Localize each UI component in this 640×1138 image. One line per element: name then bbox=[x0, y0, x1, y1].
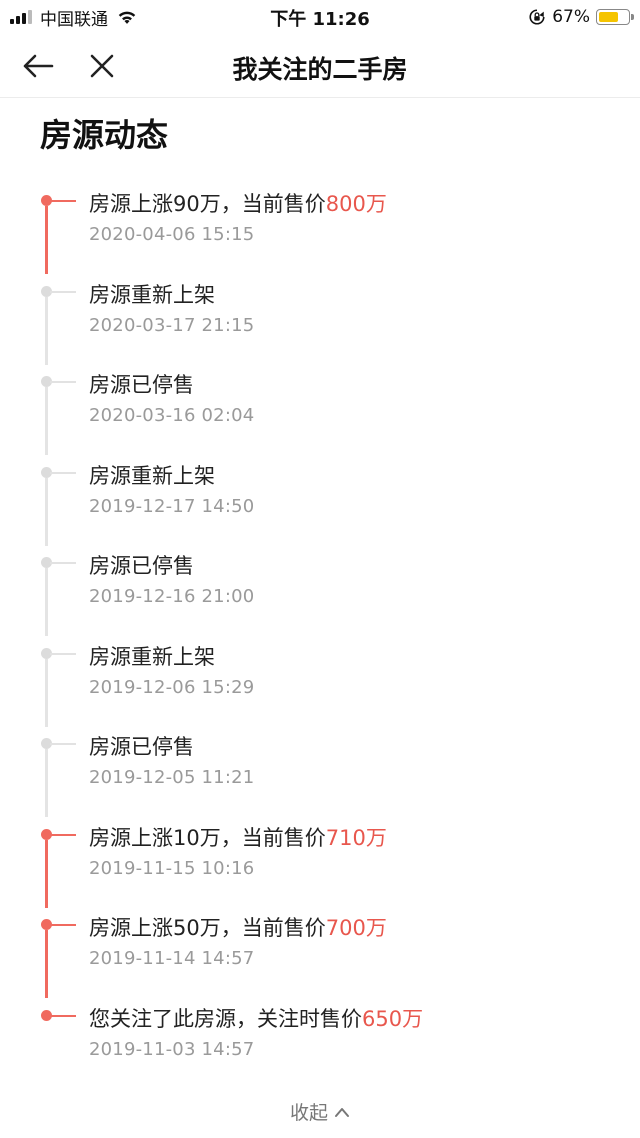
battery-percent: 67% bbox=[552, 7, 590, 27]
event-description: 房源已停售 bbox=[89, 554, 194, 578]
event-timestamp: 2019-11-14 14:57 bbox=[89, 948, 255, 969]
event-timestamp: 2019-12-17 14:50 bbox=[89, 495, 255, 517]
timeline-event-text: 房源重新上架 bbox=[89, 641, 215, 671]
timeline-item: 房源上涨10万，当前售价710万 2019-11-15 10:16 bbox=[0, 818, 640, 909]
event-description: 房源已停售 bbox=[89, 373, 194, 397]
event-description: 房源重新上架 bbox=[89, 463, 215, 488]
close-icon bbox=[90, 54, 114, 78]
timeline-event-text: 房源上涨90万，当前售价800万 bbox=[89, 188, 387, 218]
timeline-dot bbox=[41, 919, 52, 930]
event-timestamp: 2019-11-03 14:57 bbox=[89, 1038, 255, 1060]
status-time: 下午 11:26 bbox=[270, 9, 370, 30]
timeline-item: 房源已停售 2019-12-05 11:21 bbox=[0, 727, 640, 818]
event-description: 房源上涨10万，当前售价 bbox=[89, 825, 326, 850]
timeline-tick bbox=[50, 1014, 76, 1017]
event-description: 房源重新上架 bbox=[89, 644, 215, 669]
timeline-event-text: 房源重新上架 bbox=[89, 279, 215, 309]
timeline-tick bbox=[50, 652, 76, 655]
timeline-connector bbox=[45, 477, 48, 546]
timeline-connector bbox=[45, 296, 48, 365]
timeline-dot bbox=[41, 376, 52, 387]
event-description: 房源上涨90万，当前售价 bbox=[89, 192, 326, 216]
signal-bars-icon bbox=[10, 10, 32, 24]
timeline-connector bbox=[45, 658, 48, 727]
back-button[interactable] bbox=[18, 48, 58, 84]
status-left: 中国联通 bbox=[10, 6, 138, 30]
event-timestamp: 2020-03-17 21:15 bbox=[89, 314, 255, 336]
status-bar: 中国联通 下午 11:26 67% bbox=[0, 0, 640, 34]
timeline-item: 房源重新上架 2019-12-17 14:50 bbox=[0, 456, 640, 547]
timeline-event-text: 您关注了此房源，关注时售价650万 bbox=[89, 1003, 423, 1033]
collapse-label: 收起 bbox=[289, 1102, 328, 1124]
timeline-dot bbox=[41, 647, 52, 659]
event-price: 800万 bbox=[325, 192, 387, 216]
timeline-tick bbox=[50, 381, 76, 383]
page-title: 我关注的二手房 bbox=[232, 55, 408, 84]
timeline-tick bbox=[50, 924, 76, 926]
battery-level bbox=[599, 12, 618, 22]
battery-icon bbox=[596, 9, 634, 25]
event-description: 您关注了此房源，关注时售价 bbox=[89, 1006, 362, 1031]
event-price: 710万 bbox=[325, 825, 387, 850]
event-timestamp: 2020-04-06 15:15 bbox=[89, 224, 255, 245]
timeline-event-text: 房源上涨50万，当前售价700万 bbox=[89, 912, 387, 942]
timeline-dot bbox=[41, 828, 52, 840]
arrow-left-icon bbox=[23, 54, 54, 78]
event-timestamp: 2019-12-06 15:29 bbox=[89, 676, 255, 698]
timeline-connector bbox=[45, 749, 48, 817]
status-right: 67% bbox=[528, 6, 634, 28]
collapse-button[interactable]: 收起 bbox=[0, 1098, 640, 1125]
timeline-event-text: 房源已停售 bbox=[89, 731, 194, 761]
rotation-lock-icon bbox=[529, 9, 545, 25]
chevron-up-icon bbox=[335, 1107, 349, 1117]
timeline-tick bbox=[50, 743, 76, 745]
event-timestamp: 2019-11-15 10:16 bbox=[89, 857, 255, 879]
timeline-item: 房源重新上架 2020-03-17 21:15 bbox=[0, 275, 640, 366]
timeline-item: 房源已停售 2020-03-16 02:04 bbox=[0, 365, 640, 456]
timeline-tick bbox=[50, 471, 76, 474]
timeline-event-text: 房源已停售 bbox=[89, 369, 194, 399]
event-description: 房源重新上架 bbox=[89, 282, 215, 307]
timeline-dot bbox=[41, 557, 52, 568]
timeline-connector bbox=[45, 568, 48, 636]
timeline-item: 房源已停售 2019-12-16 21:00 bbox=[0, 546, 640, 637]
event-description: 房源已停售 bbox=[89, 735, 194, 759]
event-timestamp: 2019-12-16 21:00 bbox=[89, 586, 255, 607]
nav-bar: 我关注的二手房 bbox=[0, 34, 640, 98]
timeline-connector bbox=[45, 387, 48, 455]
timeline-connector bbox=[45, 206, 48, 274]
section-title: 房源动态 bbox=[40, 116, 169, 154]
timeline-tick bbox=[50, 290, 76, 293]
event-price: 650万 bbox=[362, 1006, 424, 1031]
event-description: 房源上涨50万，当前售价 bbox=[89, 916, 326, 940]
timeline-connector bbox=[45, 839, 48, 908]
timeline-item: 您关注了此房源，关注时售价650万 2019-11-03 14:57 bbox=[0, 999, 640, 1090]
timeline-item: 房源上涨50万，当前售价700万 2019-11-14 14:57 bbox=[0, 908, 640, 999]
timeline-dot bbox=[41, 738, 52, 749]
timeline-tick bbox=[50, 562, 76, 564]
timeline-dot bbox=[41, 195, 52, 206]
timeline-event-text: 房源已停售 bbox=[89, 550, 194, 580]
timeline-event-text: 房源上涨10万，当前售价710万 bbox=[89, 822, 387, 852]
event-timestamp: 2020-03-16 02:04 bbox=[89, 405, 255, 426]
timeline-item: 房源重新上架 2019-12-06 15:29 bbox=[0, 637, 640, 728]
timeline-dot bbox=[41, 285, 52, 297]
event-price: 700万 bbox=[325, 916, 387, 940]
timeline-dot bbox=[41, 466, 52, 478]
wifi-icon bbox=[118, 11, 136, 24]
timeline-connector bbox=[45, 930, 48, 998]
timeline-item: 房源上涨90万，当前售价800万 2020-04-06 15:15 bbox=[0, 184, 640, 275]
event-timestamp: 2019-12-05 11:21 bbox=[89, 767, 255, 788]
timeline-dot bbox=[41, 1009, 52, 1021]
price-timeline: 房源上涨90万，当前售价800万 2020-04-06 15:15 房源重新上架 20… bbox=[0, 184, 640, 1089]
timeline-tick bbox=[50, 833, 76, 836]
timeline-tick bbox=[50, 200, 76, 202]
close-button[interactable] bbox=[84, 48, 120, 84]
carrier-name: 中国联通 bbox=[40, 9, 108, 30]
timeline-event-text: 房源重新上架 bbox=[89, 460, 215, 490]
